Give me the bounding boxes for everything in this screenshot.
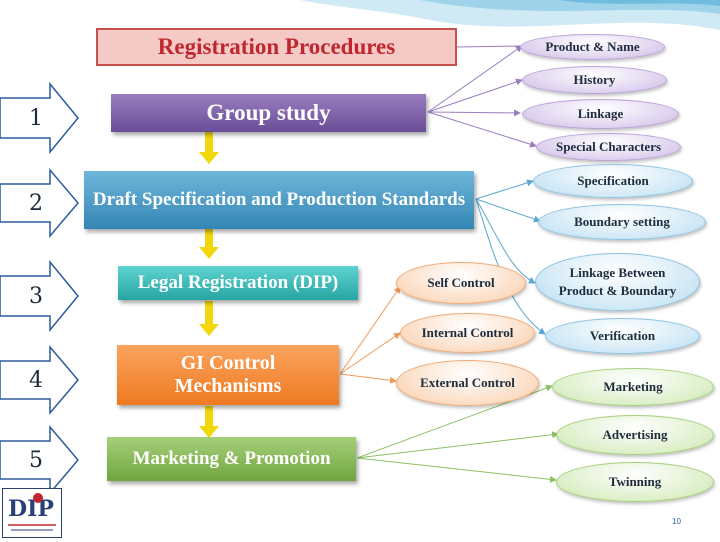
step-marketing-promotion: Marketing & Promotion [107,437,356,481]
oval-history: History [522,66,667,94]
oval-verification: Verification [545,318,700,354]
step-number-2: 2 [29,190,43,216]
oval-specification: Specification [533,164,693,198]
step-draft-specification: Draft Specification and Production Stand… [84,171,474,229]
page-number: 10 [672,517,681,526]
step-number-5: 5 [29,447,43,473]
header-wave-decoration [300,0,720,30]
step-number-4: 4 [29,367,43,393]
step-legal-registration: Legal Registration (DIP) [118,266,358,300]
step-gi-control: GI Control Mechanisms [117,345,339,405]
oval-twinning: Twinning [556,462,714,502]
oval-special-characters: Special Characters [536,133,681,161]
dip-logo-graphic: DIP [8,493,56,531]
oval-boundary-setting: Boundary setting [538,204,706,240]
oval-internal-control: Internal Control [400,313,535,353]
oval-external-control: External Control [396,360,539,406]
page-title: Registration Procedures [96,28,457,66]
step-group-study: Group study [111,94,426,132]
oval-linkage-product-boundary: Linkage Between Product & Boundary [535,253,700,311]
step-number-1: 1 [29,105,43,131]
dip-logo-text: DIP [8,496,54,522]
oval-product-name: Product & Name [520,34,665,60]
oval-advertising: Advertising [556,415,714,455]
oval-self-control: Self Control [396,262,526,304]
oval-marketing: Marketing [552,368,714,406]
oval-linkage: Linkage [522,99,679,129]
dip-logo: DIP [2,488,62,538]
step-number-3: 3 [29,283,43,309]
